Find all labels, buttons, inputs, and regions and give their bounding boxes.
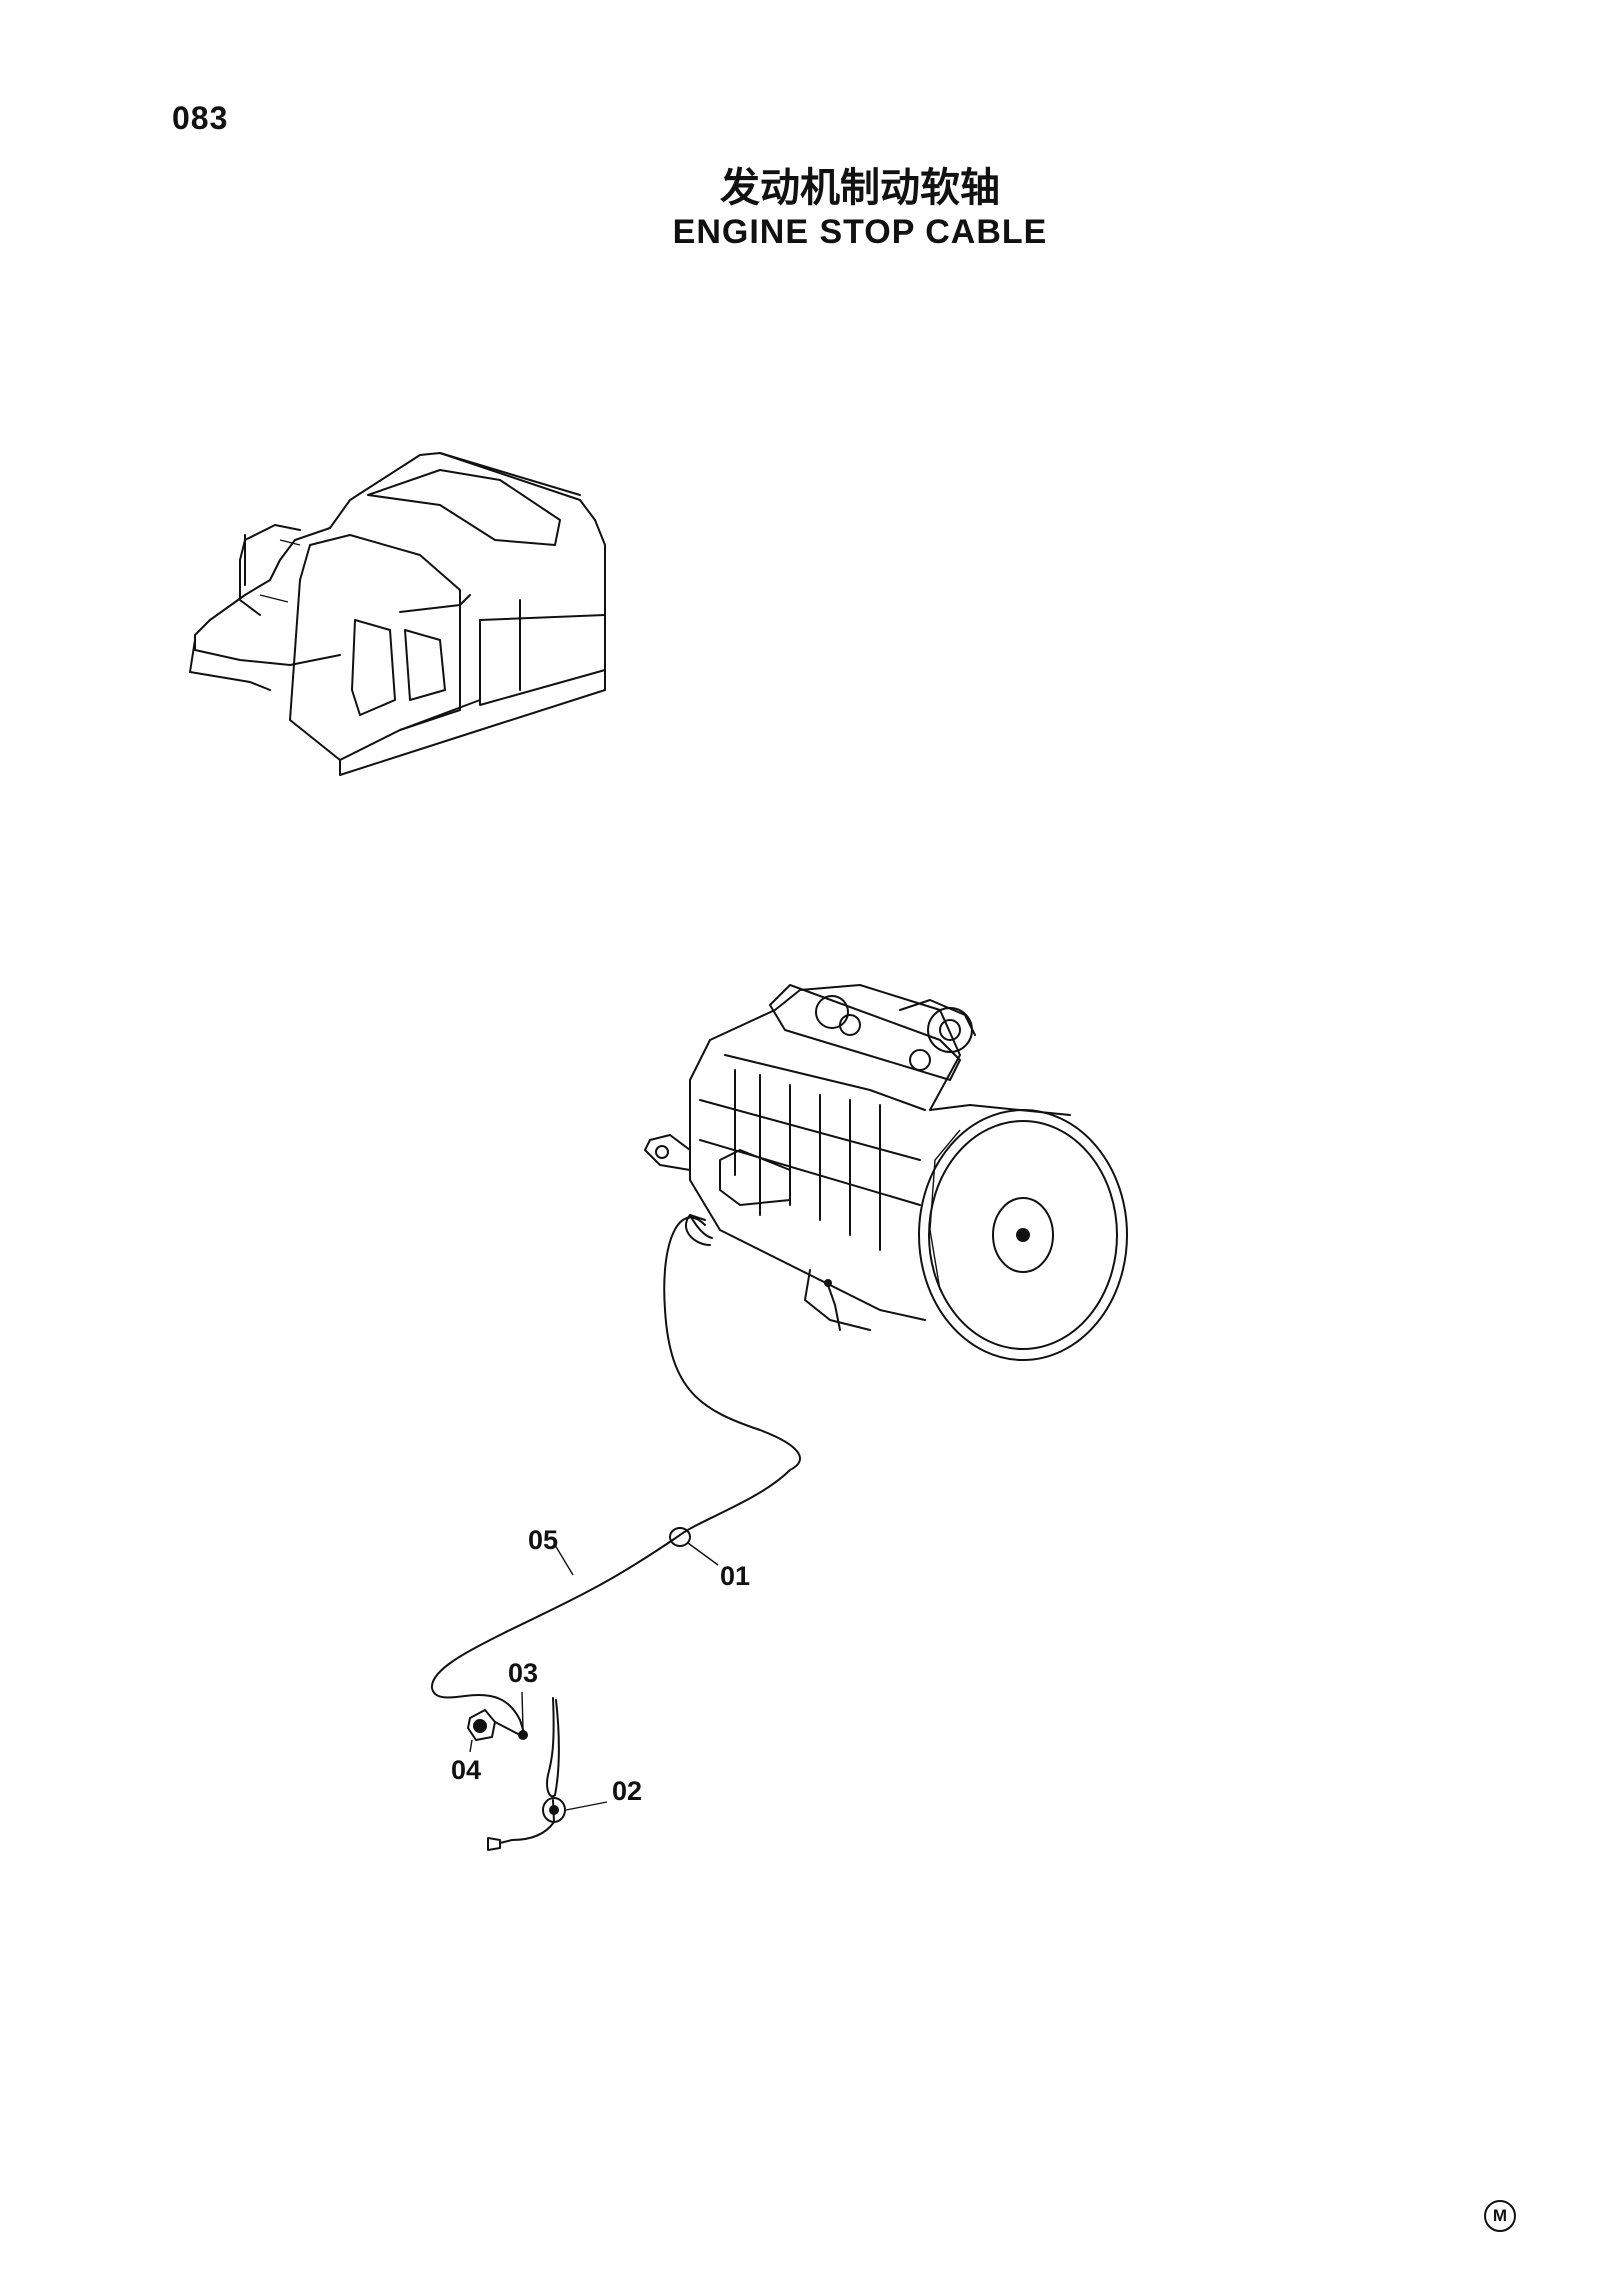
- callout-02: 02: [612, 1776, 643, 1806]
- callout-04: 04: [451, 1755, 482, 1785]
- corner-mark: M: [1484, 2200, 1516, 2232]
- excavator-overview-drawing: [189, 452, 606, 776]
- engine-drawing: [644, 984, 1128, 1361]
- engine-stop-cable-drawing: [430, 1214, 801, 1851]
- title-chinese: 发动机制动软轴: [720, 165, 1000, 211]
- callout-03: 03: [508, 1658, 539, 1688]
- callout-05: 05: [528, 1525, 559, 1555]
- title-english: ENGINE STOP CABLE: [672, 213, 1048, 251]
- page-number: 083: [172, 100, 229, 136]
- callout-01: 01: [720, 1561, 751, 1591]
